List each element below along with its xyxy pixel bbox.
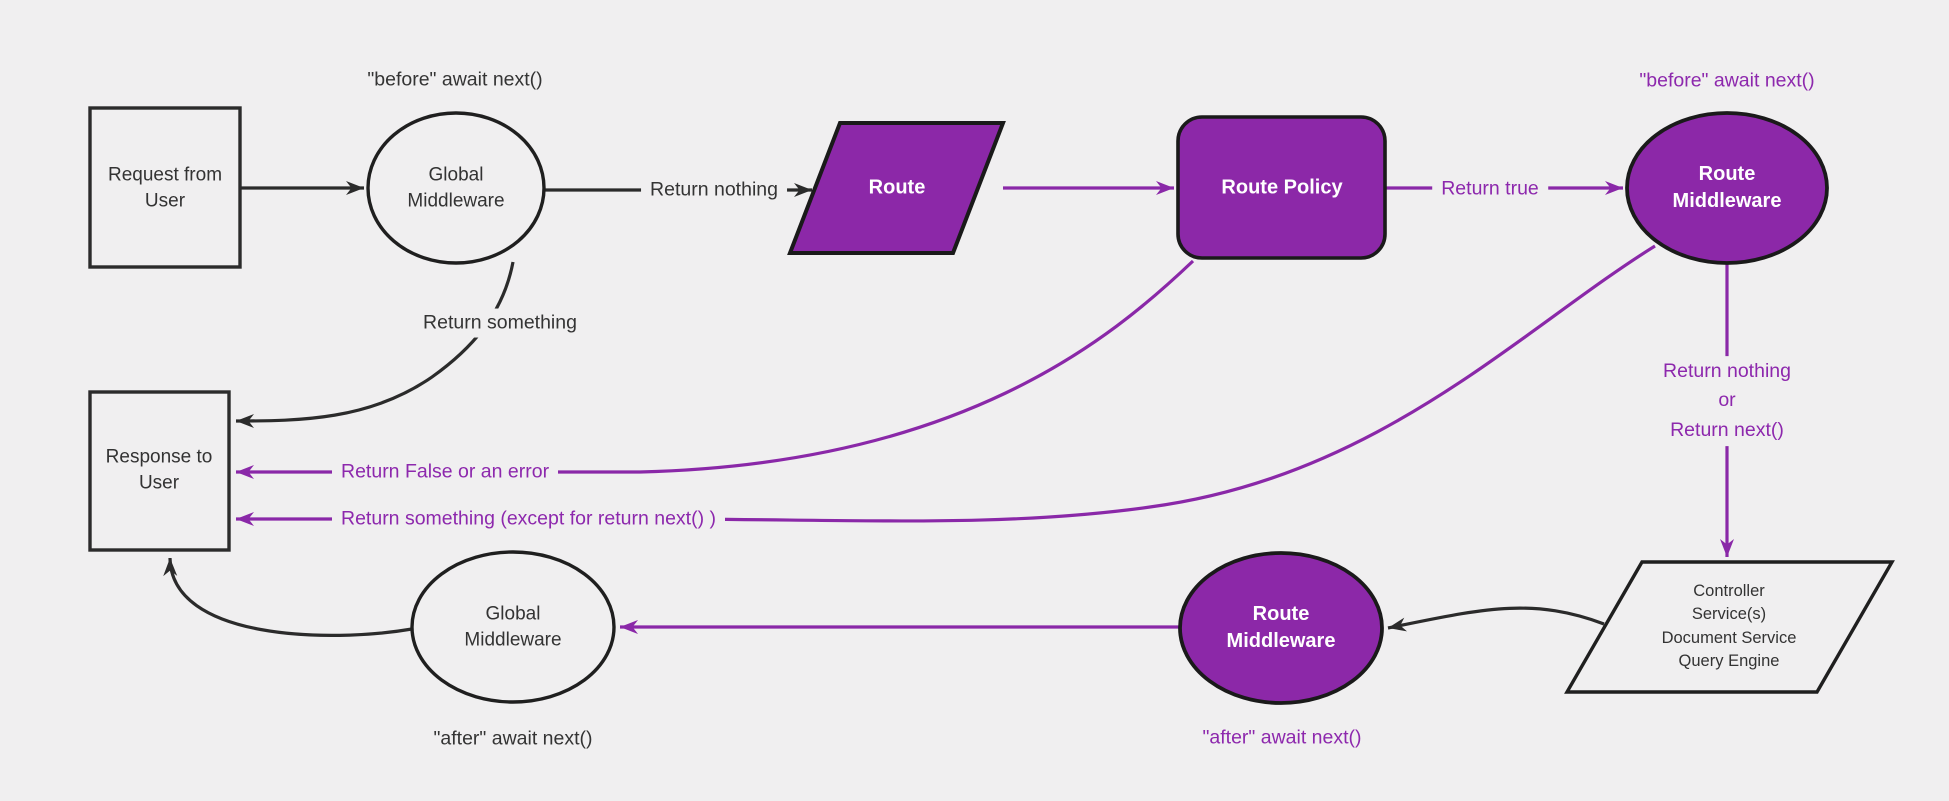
edge-return-false-or-error bbox=[236, 259, 1195, 479]
edge-return-something bbox=[235, 261, 515, 428]
return-nothing-label: Return nothing bbox=[641, 175, 787, 205]
return-something-except-label: Return something (except for return next… bbox=[332, 504, 725, 534]
route-policy-label: Route Policy bbox=[1221, 176, 1343, 199]
node-request-from-user bbox=[88, 106, 242, 269]
edge-return-something-except bbox=[236, 244, 1656, 526]
controller-services-label: Controller Service(s) Document Service Q… bbox=[1661, 582, 1797, 671]
node-route-policy bbox=[1176, 115, 1387, 260]
route-middleware-bottom-label: Route Middleware bbox=[1226, 603, 1336, 652]
node-route-middleware-bottom bbox=[1178, 551, 1384, 705]
return-nothing-or-next-label: Return nothing or Return next() bbox=[1654, 356, 1800, 446]
node-global-middleware-bottom bbox=[410, 550, 616, 704]
node-route bbox=[787, 121, 1006, 255]
route-label: Route bbox=[868, 176, 926, 199]
return-something-label: Return something bbox=[414, 308, 586, 338]
node-route-middleware-top bbox=[1625, 111, 1829, 265]
before-await-next-global-label: "before" await next() bbox=[367, 68, 543, 91]
after-await-next-route-label: "after" await next() bbox=[1202, 726, 1362, 749]
node-global-middleware-top bbox=[366, 111, 546, 265]
node-response-to-user bbox=[88, 390, 231, 552]
request-from-user-label: Request from User bbox=[107, 164, 223, 211]
global-middleware-top-label: Global Middleware bbox=[407, 164, 505, 211]
global-middleware-bottom-label: Global Middleware bbox=[464, 603, 562, 650]
before-await-next-route-label: "before" await next() bbox=[1639, 69, 1815, 92]
route-middleware-top-label: Route Middleware bbox=[1672, 163, 1782, 212]
edge-global-middleware-to-response bbox=[163, 557, 413, 637]
after-await-next-global-label: "after" await next() bbox=[433, 727, 593, 750]
return-true-label: Return true bbox=[1432, 174, 1548, 204]
return-false-or-error-label: Return False or an error bbox=[332, 457, 559, 487]
response-to-user-label: Response to User bbox=[105, 446, 213, 493]
edge-controller-to-route-middleware bbox=[1387, 606, 1605, 632]
node-controller-services bbox=[1564, 560, 1895, 694]
